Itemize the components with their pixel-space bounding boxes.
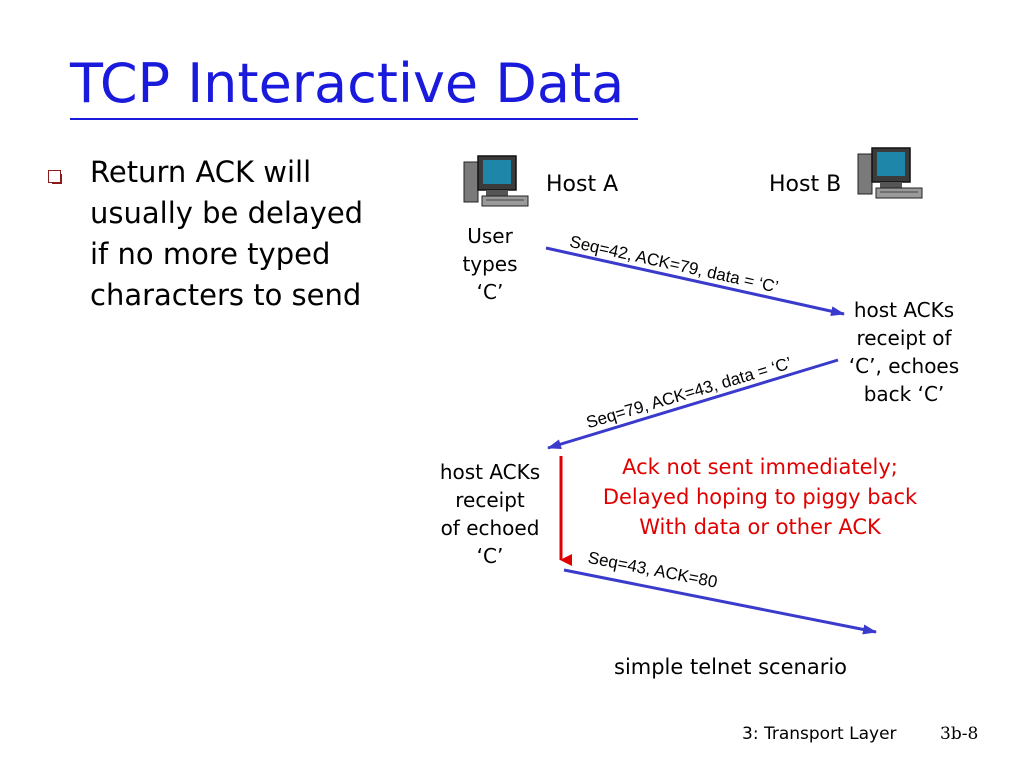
message-arrow-1 [545,246,845,317]
bullet-text: Return ACK will usually be delayed if no… [90,152,410,316]
label-line: ‘C’ [476,280,504,304]
host-b-acks-label: host ACKs receipt of ‘C’, echoes back ‘C… [840,296,968,408]
host-a-label: Host A [546,172,619,197]
footer-chapter: 3: Transport Layer [742,724,897,744]
note-line: Delayed hoping to piggy back [602,485,918,509]
label-line: receipt [455,488,525,512]
host-b-label: Host B [769,172,842,197]
bullet-line: characters to send [90,278,362,312]
footer-page-number: 3b-8 [940,724,979,744]
message-arrow-2 [547,358,839,450]
slide-title: TCP Interactive Data [70,52,625,115]
label-line: User [467,224,513,248]
label-line: types [462,252,518,276]
label-line: ‘C’ [476,544,504,568]
bullet-line: Return ACK will [90,155,312,189]
user-types-label: User types ‘C’ [448,222,532,306]
label-line: ‘C’, echoes [848,354,960,378]
delay-note: Ack not sent immediately; Delayed hoping… [570,452,950,542]
label-line: host ACKs [439,460,541,484]
note-line: Ack not sent immediately; [622,455,898,479]
note-line: With data or other ACK [639,515,881,539]
host-a-computer-icon [463,155,529,207]
diagram-caption: simple telnet scenario [614,655,848,679]
title-underline [70,118,638,120]
host-b-computer-icon [857,147,923,199]
label-line: of echoed [440,516,540,540]
message-arrow-3 [563,568,877,635]
label-line: host ACKs [853,298,955,322]
host-a-acks-label: host ACKs receipt of echoed ‘C’ [424,458,556,570]
bullet-line: if no more typed [90,237,331,271]
label-line: back ‘C’ [863,382,945,406]
bullet-line: usually be delayed [90,196,364,230]
bullet-box-icon [48,170,62,184]
label-line: receipt of [856,326,952,350]
